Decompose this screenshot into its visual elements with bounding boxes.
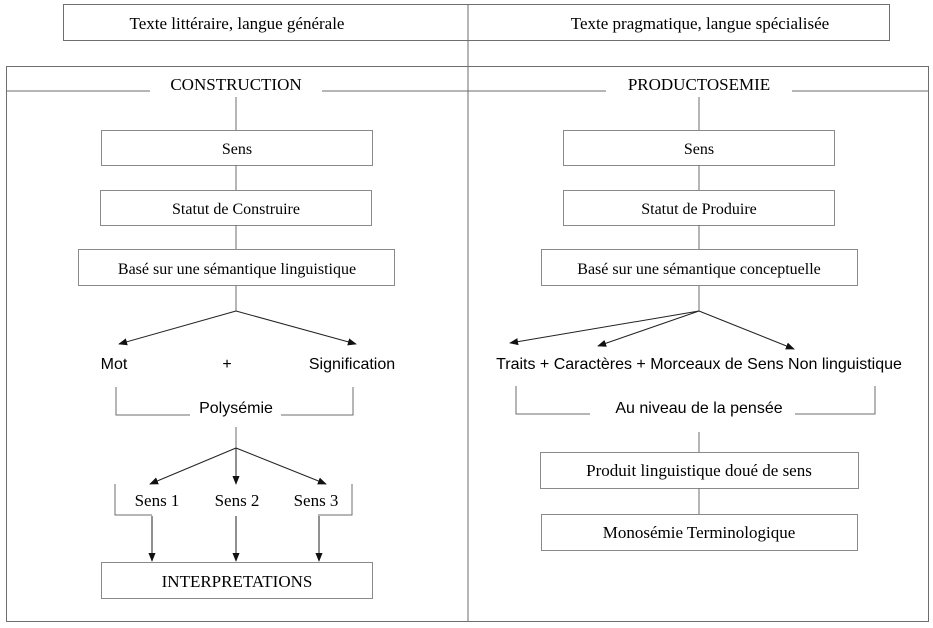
label-sens-2: Sens 2 bbox=[215, 491, 260, 510]
bracket-polysemie-left bbox=[115, 387, 190, 416]
header: Texte littéraire, langue générale Texte … bbox=[63, 4, 890, 66]
arrow-to-signification bbox=[235, 310, 357, 346]
right-box-sens bbox=[563, 130, 835, 166]
label-plus: + bbox=[222, 356, 231, 373]
label-pensee: Au niveau de la pensée bbox=[615, 400, 782, 417]
header-right-label: Texte pragmatique, langue spécialisée bbox=[571, 14, 829, 33]
label-sens-1: Sens 1 bbox=[135, 491, 180, 510]
label-mot: Mot bbox=[101, 356, 128, 373]
right-box-sens-label: Sens bbox=[684, 141, 714, 158]
section-title-construction: CONSTRUCTION bbox=[170, 75, 301, 94]
label-sens-3: Sens 3 bbox=[294, 491, 339, 510]
bracket-senses-left bbox=[114, 484, 152, 516]
arrow-to-traits bbox=[509, 310, 700, 346]
left-box-semantique bbox=[78, 249, 395, 286]
header-left-label: Texte littéraire, langue générale bbox=[130, 14, 345, 33]
left-box-statut-label: Statut de Construire bbox=[172, 201, 300, 218]
label-signification: Signification bbox=[309, 356, 395, 373]
right-box-statut-label: Statut de Produire bbox=[641, 201, 757, 218]
box-interpretations-label: INTERPRETATIONS bbox=[162, 572, 313, 591]
section-title-productosemie: PRODUCTOSEMIE bbox=[628, 75, 770, 94]
bracket-pensee-left bbox=[515, 386, 590, 415]
box-monosemie-label: Monosémie Terminologique bbox=[603, 523, 796, 542]
left-box-sens bbox=[101, 130, 373, 166]
arrow-to-sens3 bbox=[235, 447, 327, 485]
box-produit bbox=[540, 452, 859, 489]
label-traits-caracteres: Traits + Caractères + Morceaux de Sens N… bbox=[496, 356, 902, 373]
left-box-semantique-label: Basé sur une sémantique linguistique bbox=[118, 261, 356, 278]
arrow-to-sens1 bbox=[149, 447, 237, 485]
right-column: PRODUCTOSEMIE Sens Statut de Produire Ba… bbox=[496, 75, 902, 551]
bracket-polysemie-right bbox=[281, 387, 354, 416]
box-produit-label: Produit linguistique doué de sens bbox=[586, 461, 812, 480]
box-monosemie bbox=[541, 514, 858, 551]
arrow-to-caracteres bbox=[597, 310, 700, 347]
arrow-to-morceaux bbox=[698, 310, 795, 350]
arrow-to-mot bbox=[118, 310, 237, 346]
left-box-statut bbox=[100, 190, 372, 226]
right-box-statut bbox=[563, 190, 835, 226]
left-column: CONSTRUCTION Sens Statut de Construire B… bbox=[78, 75, 395, 599]
header-frame bbox=[63, 4, 890, 41]
box-interpretations bbox=[101, 562, 373, 599]
bracket-senses-right bbox=[318, 484, 353, 516]
right-box-semantique-label: Basé sur une sémantique conceptuelle bbox=[577, 261, 820, 278]
right-box-semantique bbox=[541, 249, 858, 286]
bracket-pensee-right bbox=[795, 386, 876, 415]
left-box-sens-label: Sens bbox=[222, 141, 252, 158]
label-polysemie: Polysémie bbox=[199, 400, 273, 417]
